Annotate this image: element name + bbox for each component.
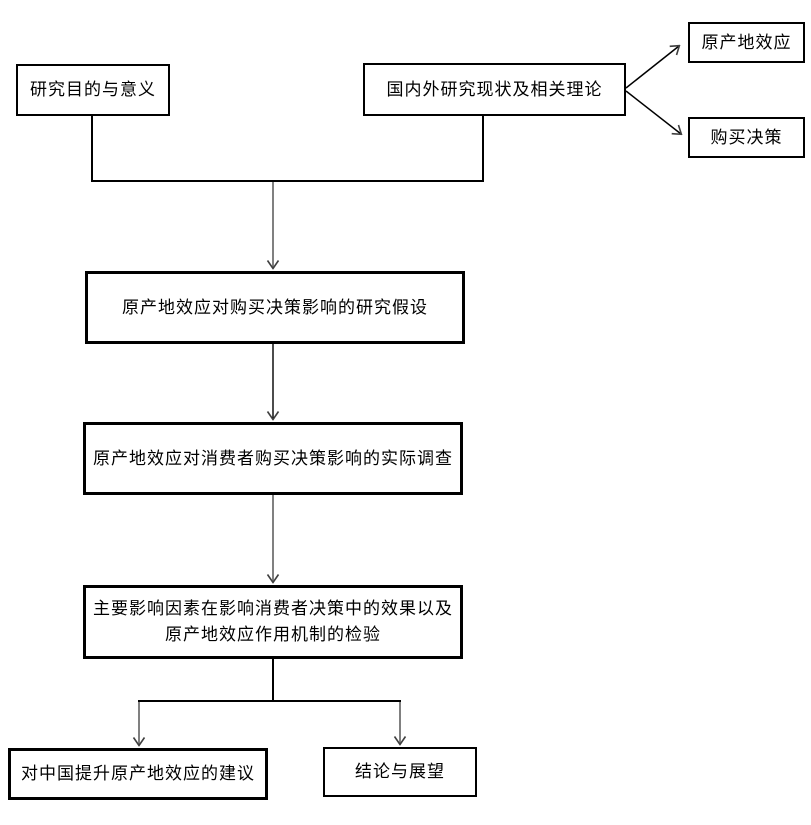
node-survey-label: 原产地效应对消费者购买决策影响的实际调查 <box>93 448 453 468</box>
node-purchase-decision-label: 购买决策 <box>710 127 783 147</box>
edge-status-to-coo-arrow <box>625 46 679 89</box>
node-conclusion: 结论与展望 <box>323 747 477 797</box>
node-research-status-label: 国内外研究现状及相关理论 <box>386 79 603 99</box>
node-coo-effect: 原产地效应 <box>688 22 805 63</box>
node-purchase-decision: 购买决策 <box>688 117 805 158</box>
node-test: 主要影响因素在影响消费者决策中的效果以及 原产地效应作用机制的检验 <box>83 585 463 659</box>
node-research-status: 国内外研究现状及相关理论 <box>363 63 626 116</box>
node-test-label-line2: 原产地效应作用机制的检验 <box>165 625 381 644</box>
node-research-purpose-label: 研究目的与意义 <box>30 80 156 99</box>
node-conclusion-label: 结论与展望 <box>355 762 445 781</box>
node-research-purpose: 研究目的与意义 <box>16 64 170 116</box>
node-hypothesis-label: 原产地效应对购买决策影响的研究假设 <box>122 297 428 317</box>
node-survey: 原产地效应对消费者购买决策影响的实际调查 <box>83 422 463 495</box>
node-test-label-line1: 主要影响因素在影响消费者决策中的效果以及 <box>93 599 453 618</box>
node-suggestion-label: 对中国提升原产地效应的建议 <box>21 764 255 783</box>
edge-status-to-purchase-arrow <box>625 90 681 134</box>
node-suggestion: 对中国提升原产地效应的建议 <box>8 748 268 800</box>
node-hypothesis: 原产地效应对购买决策影响的研究假设 <box>85 271 465 344</box>
node-coo-effect-label: 原产地效应 <box>701 32 792 52</box>
